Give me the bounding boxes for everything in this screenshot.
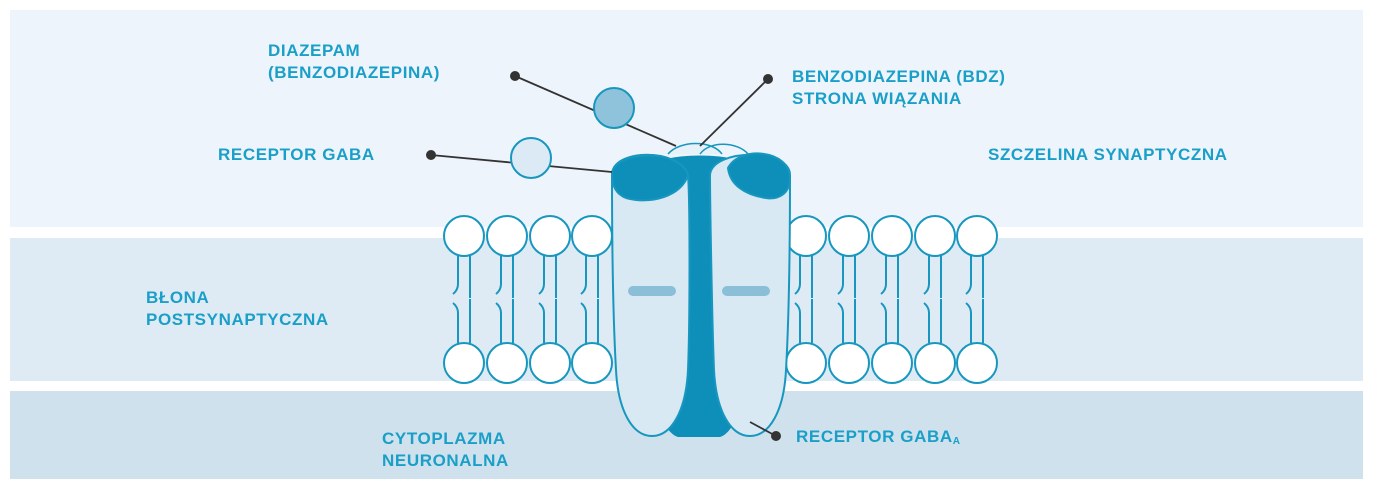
gaba-a-receptor bbox=[612, 144, 790, 438]
cytoplasm-label: CYTOPLAZMA NEURONALNA bbox=[382, 428, 509, 472]
diazepam-label: DIAZEPAM (BENZODIAZEPINA) bbox=[268, 40, 440, 84]
lipid-head bbox=[487, 216, 527, 256]
bdz-site-label-line2: STRONA WIĄZANIA bbox=[792, 88, 1005, 110]
lipid-head bbox=[444, 216, 484, 256]
lipid-tail bbox=[966, 256, 983, 343]
diazepam-label-line2: (BENZODIAZEPINA) bbox=[268, 62, 440, 84]
receptor-gaba-a-subscript: A bbox=[953, 436, 960, 447]
cytoplasm-label-line1: CYTOPLAZMA bbox=[382, 428, 509, 450]
diazepam-leader-dot bbox=[510, 71, 520, 81]
membrane-label-line1: BŁONA bbox=[146, 287, 329, 309]
diazepam-label-line1: DIAZEPAM bbox=[268, 40, 440, 62]
lipid-head bbox=[872, 343, 912, 383]
lipid-tail bbox=[924, 256, 941, 343]
lipid-tail bbox=[881, 256, 898, 343]
membrane-label-line2: POSTSYNAPTYCZNA bbox=[146, 309, 329, 331]
lipid-tail bbox=[795, 256, 812, 343]
receptor-gaba-a-label: RECEPTOR GABAA bbox=[796, 426, 960, 453]
bdz-site-leader bbox=[700, 79, 768, 146]
lipid-head bbox=[957, 216, 997, 256]
lipid-tail bbox=[581, 256, 598, 343]
lipid-head bbox=[530, 216, 570, 256]
lipid-head bbox=[786, 343, 826, 383]
receptor-gaba-a-text: RECEPTOR GABA bbox=[796, 427, 953, 446]
left-pore-bar bbox=[628, 286, 676, 296]
lipid-head bbox=[572, 216, 612, 256]
lipid-head bbox=[487, 343, 527, 383]
bdz-site-label-line1: BENZODIAZEPINA (BDZ) bbox=[792, 66, 1005, 88]
lipid-head bbox=[786, 216, 826, 256]
lipid-tail bbox=[453, 256, 470, 343]
lipid-head bbox=[957, 343, 997, 383]
receptor-gaba-label: RECEPTOR GABA bbox=[218, 144, 375, 166]
lipid-tail bbox=[496, 256, 513, 343]
membrane-label: BŁONA POSTSYNAPTYCZNA bbox=[146, 287, 329, 331]
gaba-molecule bbox=[511, 138, 551, 178]
receptor-gaba-a-leader-dot bbox=[771, 431, 781, 441]
right-pore-bar bbox=[722, 286, 770, 296]
bdz-site-label: BENZODIAZEPINA (BDZ) STRONA WIĄZANIA bbox=[792, 66, 1005, 110]
cytoplasm-label-line2: NEURONALNA bbox=[382, 450, 509, 472]
receptor-gaba-leader-dot bbox=[426, 150, 436, 160]
lipid-head bbox=[572, 343, 612, 383]
lipid-head bbox=[872, 216, 912, 256]
lipid-head bbox=[444, 343, 484, 383]
synaptic-cleft-label: SZCZELINA SYNAPTYCZNA bbox=[988, 144, 1228, 166]
lipid-head bbox=[829, 343, 869, 383]
lipid-head bbox=[829, 216, 869, 256]
lipid-head bbox=[530, 343, 570, 383]
diazepam-molecule bbox=[594, 88, 634, 128]
bdz-site-leader-dot bbox=[763, 74, 773, 84]
lipid-tail bbox=[539, 256, 556, 343]
lipid-head bbox=[915, 343, 955, 383]
lipid-tail bbox=[838, 256, 855, 343]
lipid-head bbox=[915, 216, 955, 256]
